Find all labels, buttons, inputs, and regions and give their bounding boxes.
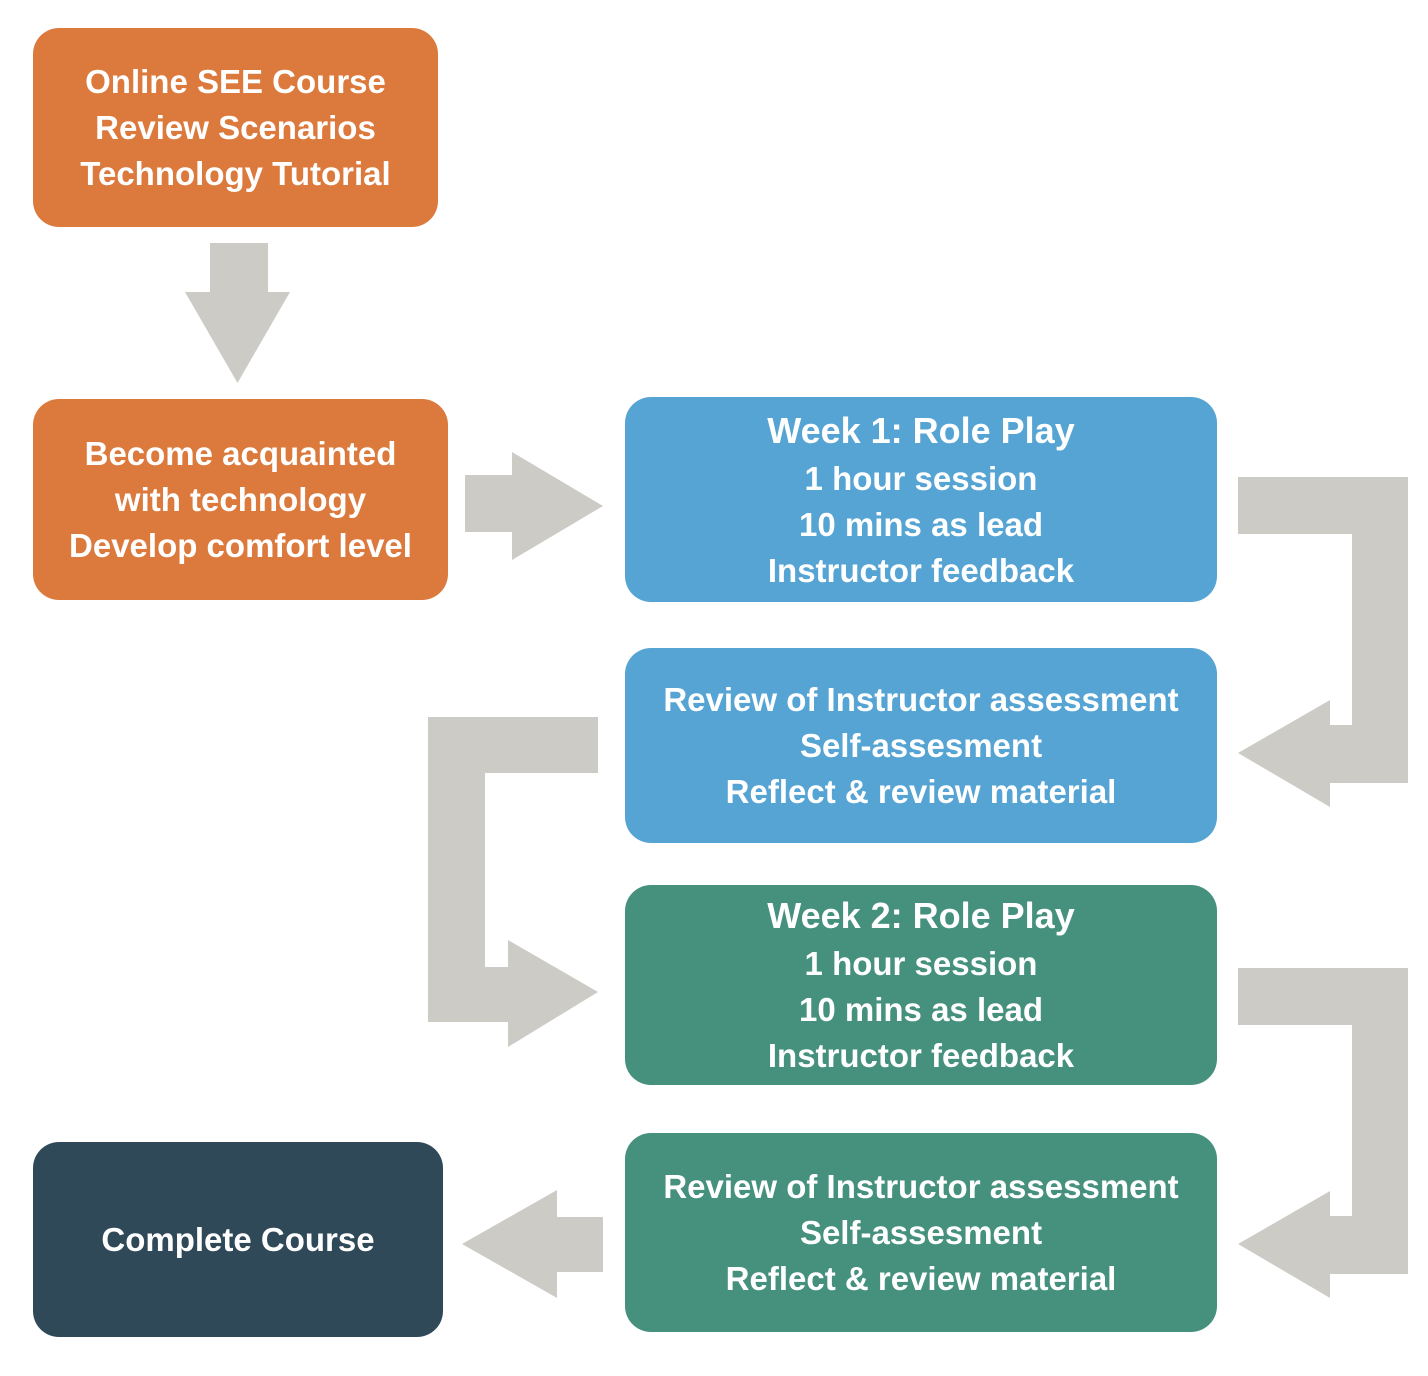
node-online-see-course: Online SEE Course Review Scenarios Techn… <box>33 28 438 227</box>
node-line: 10 mins as lead <box>799 991 1043 1028</box>
node-line: Review of Instructor assessment <box>663 1167 1179 1205</box>
node-line: Technology Tutorial <box>80 154 391 192</box>
node-complete-course: Complete Course <box>33 1142 443 1337</box>
node-line: Reflect & review material <box>725 1259 1117 1297</box>
arrow-shape <box>462 1190 603 1298</box>
node-become-acquainted: Become acquainted with technology Develo… <box>33 399 448 600</box>
block-arrow-right-icon <box>465 452 603 560</box>
node-line: Self-assesment <box>799 726 1043 764</box>
elbow-arrow-down-left-icon <box>1238 477 1408 807</box>
node-line: Self-assesment <box>799 1213 1043 1251</box>
arrow-shape <box>1238 477 1408 807</box>
node-line: Review of Instructor assessment <box>663 680 1179 718</box>
node-line: Develop comfort level <box>69 526 412 564</box>
node-line: Become acquainted <box>84 434 397 472</box>
node-line: with technology <box>114 480 367 518</box>
node-line: 1 hour session <box>804 945 1038 982</box>
node-line: 1 hour session <box>804 459 1038 497</box>
node-week1-role-play: Week 1: Role Play 1 hour session 10 mins… <box>625 397 1217 602</box>
node-line: Review Scenarios <box>95 108 376 146</box>
block-arrow-left-icon <box>462 1190 603 1298</box>
arrow-shape <box>465 452 603 560</box>
arrow-shape <box>185 243 290 383</box>
block-arrow-down-icon <box>185 243 290 383</box>
node-line: Online SEE Course <box>85 62 386 100</box>
node-line: Instructor feedback <box>767 551 1075 589</box>
elbow-arrow-down-left-icon <box>1238 968 1408 1298</box>
node-title: Week 2: Role Play <box>767 895 1075 936</box>
node-week1-review: Review of Instructor assessment Self-ass… <box>625 648 1217 843</box>
node-line: Complete Course <box>101 1220 375 1258</box>
node-line: Instructor feedback <box>767 1037 1075 1074</box>
node-title: Week 1: Role Play <box>767 409 1075 451</box>
node-line: Reflect & review material <box>725 772 1117 810</box>
node-line: 10 mins as lead <box>799 505 1043 543</box>
arrow-shape <box>1238 968 1408 1298</box>
node-week2-review: Review of Instructor assessment Self-ass… <box>625 1133 1217 1332</box>
node-week2-role-play: Week 2: Role Play 1 hour session 10 mins… <box>625 885 1217 1085</box>
elbow-arrow-down-right-icon <box>428 717 598 1047</box>
arrow-shape <box>428 717 598 1047</box>
